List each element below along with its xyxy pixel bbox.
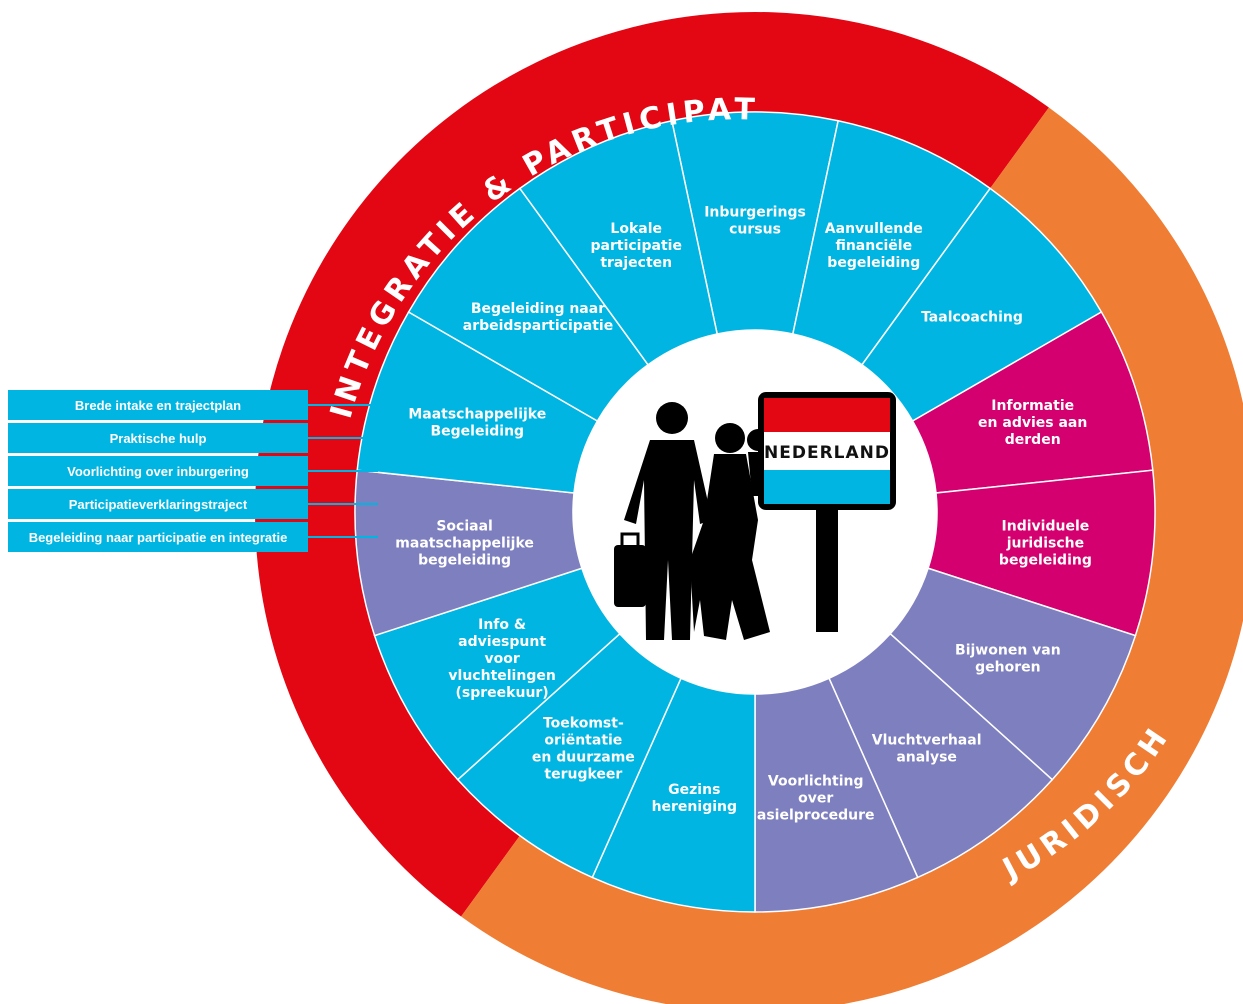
segment-label-line: Sociaal	[436, 519, 493, 535]
segment-label-line: Begeleiding	[430, 423, 524, 439]
segment-label-line: over	[798, 791, 833, 807]
side-connector	[308, 437, 378, 439]
side-item[interactable]: Voorlichting over inburgering	[8, 456, 378, 486]
segment-label-line: adviespunt	[458, 634, 546, 650]
outer-ring	[255, 12, 1243, 1004]
side-item-label: Begeleiding naar participatie en integra…	[28, 529, 288, 545]
segment-label-line: arbeidsparticipatie	[463, 318, 613, 334]
segment-label-line: financiële	[835, 238, 912, 254]
flag-blue-stripe	[764, 470, 890, 504]
segment-label-line: terugkeer	[544, 767, 622, 783]
side-connector	[308, 503, 378, 505]
segment-label-line: Maatschappelijke	[408, 406, 546, 422]
segment-label-line: Voorlichting	[768, 774, 864, 790]
segment[interactable]	[518, 119, 719, 366]
segment-label-line: begeleiding	[418, 553, 511, 569]
side-list: Brede intake en trajectplan Praktische h…	[8, 390, 378, 555]
segment-label-line: oriëntatie	[544, 733, 622, 749]
flag-white-stripe	[764, 432, 890, 470]
side-item-label: Praktische hulp	[109, 430, 207, 446]
segment-label-line: trajecten	[600, 255, 672, 271]
flag-red-stripe	[764, 398, 890, 432]
side-connector	[308, 536, 378, 538]
legal-ring-band	[461, 107, 1243, 1004]
segment-label-line: Inburgerings	[704, 205, 806, 221]
segment-label-line: en duurzame	[532, 750, 635, 766]
segment-label-line: Vluchtverhaal	[872, 733, 982, 749]
segment-label-line: hereniging	[652, 799, 737, 815]
segment-label-line: juridische	[1006, 536, 1084, 552]
side-item-label: Voorlichting over inburgering	[67, 463, 249, 479]
side-connector	[308, 404, 378, 406]
segment-label-line: analyse	[896, 750, 957, 766]
segment-label-line: cursus	[729, 222, 781, 238]
nederland-sign: NEDERLAND	[758, 392, 896, 632]
segment-label-line: Individuele	[1002, 519, 1090, 535]
segment-label-line: Toekomst-	[543, 716, 624, 732]
segment-label-line: voor	[484, 651, 519, 667]
segment-label-line: en advies aan	[978, 415, 1087, 431]
segment-label-line: vluchtelingen	[448, 668, 555, 684]
side-item[interactable]: Brede intake en trajectplan	[8, 390, 378, 420]
side-item[interactable]: Praktische hulp	[8, 423, 378, 453]
sign-label: NEDERLAND	[764, 443, 890, 463]
segment-label-line: Gezins	[668, 782, 720, 798]
segment-label-line: Lokale	[610, 221, 662, 237]
side-item-label: Participatieverklaringstraject	[68, 496, 248, 512]
side-connector	[308, 470, 378, 472]
side-item[interactable]: Participatieverklaringstraject	[8, 489, 378, 519]
segment-label-line: Bijwonen van	[955, 643, 1061, 659]
integration-ring-band	[255, 12, 1049, 917]
segment-label-line: begeleiding	[827, 255, 920, 271]
segment-label-line: derden	[1005, 432, 1061, 448]
segment-label-line: asielprocedure	[757, 808, 875, 824]
segment-label: Taalcoaching	[921, 310, 1023, 326]
segment-label-line: Taalcoaching	[921, 310, 1023, 326]
segment-label-line: Begeleiding naar	[471, 301, 605, 317]
side-item[interactable]: Begeleiding naar participatie en integra…	[8, 522, 378, 552]
family-silhouette	[614, 402, 776, 640]
segment-label-line: maatschappelijke	[395, 536, 534, 552]
segment-label-line: (spreekuur)	[456, 685, 549, 701]
segment-label-line: Aanvullende	[825, 221, 923, 237]
segment-label-line: Info &	[478, 617, 526, 633]
sign-post	[816, 510, 838, 632]
side-item-label: Brede intake en trajectplan	[74, 397, 242, 413]
segment-label-line: Informatie	[991, 398, 1074, 414]
segment-label-line: gehoren	[975, 660, 1040, 676]
segment-label-line: participatie	[591, 238, 682, 254]
segment-label-line: begeleiding	[999, 553, 1092, 569]
